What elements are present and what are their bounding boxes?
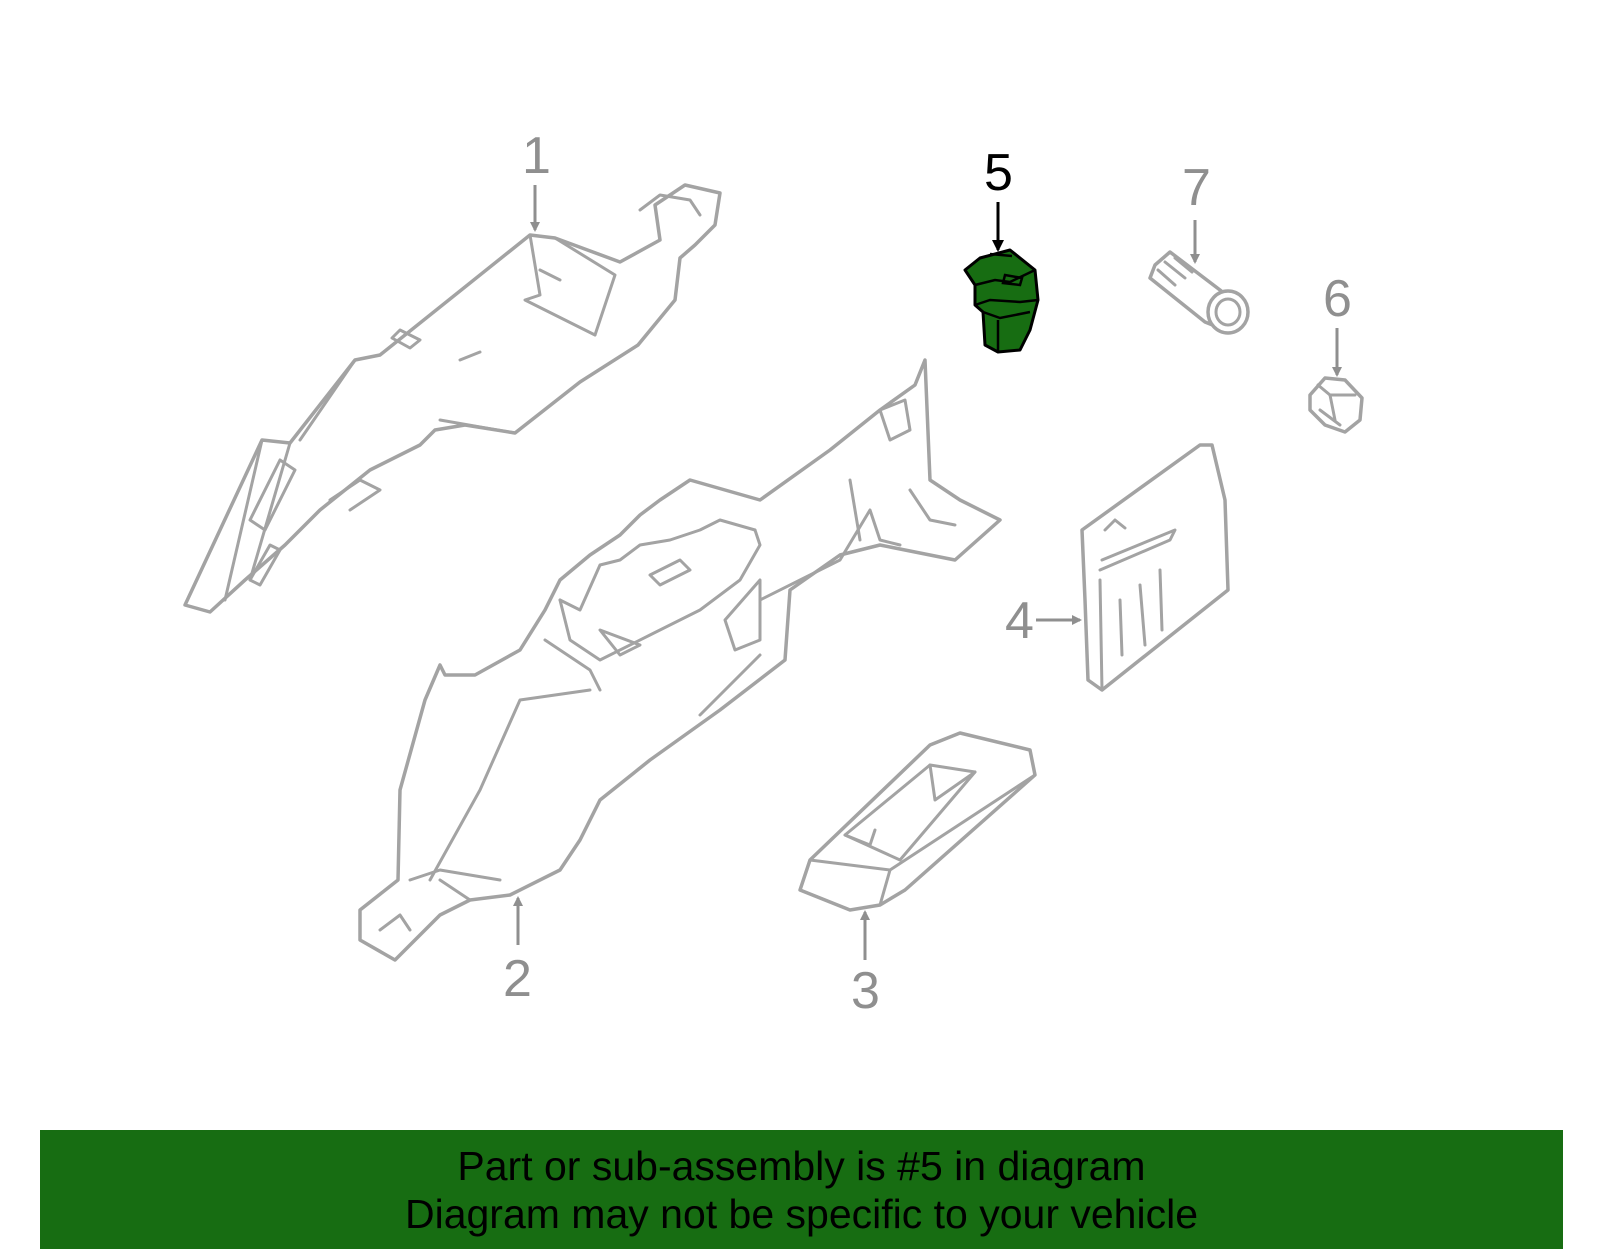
banner-line-1: Part or sub-assembly is #5 in diagram — [457, 1143, 1146, 1189]
part-7-socket — [1148, 250, 1250, 335]
callout-7: 7 — [1182, 159, 1211, 217]
callout-1: 1 — [522, 127, 551, 185]
callout-5: 5 — [984, 144, 1013, 202]
info-banner: Part or sub-assembly is #5 in diagram Di… — [40, 1130, 1563, 1249]
callout-3: 3 — [851, 962, 880, 1020]
part-5-switch-highlighted — [963, 248, 1040, 354]
part-3-armrest-bin — [798, 731, 1037, 912]
callout-4: 4 — [1005, 592, 1034, 650]
part-2-center-console — [358, 358, 1002, 962]
callout-6: 6 — [1323, 270, 1352, 328]
part-1-trim-panel — [183, 183, 722, 614]
part-6-clip — [1308, 376, 1364, 434]
banner-line-2: Diagram may not be specific to your vehi… — [404, 1191, 1198, 1237]
callout-2: 2 — [503, 950, 532, 1008]
part-4-side-panel — [1080, 443, 1230, 692]
